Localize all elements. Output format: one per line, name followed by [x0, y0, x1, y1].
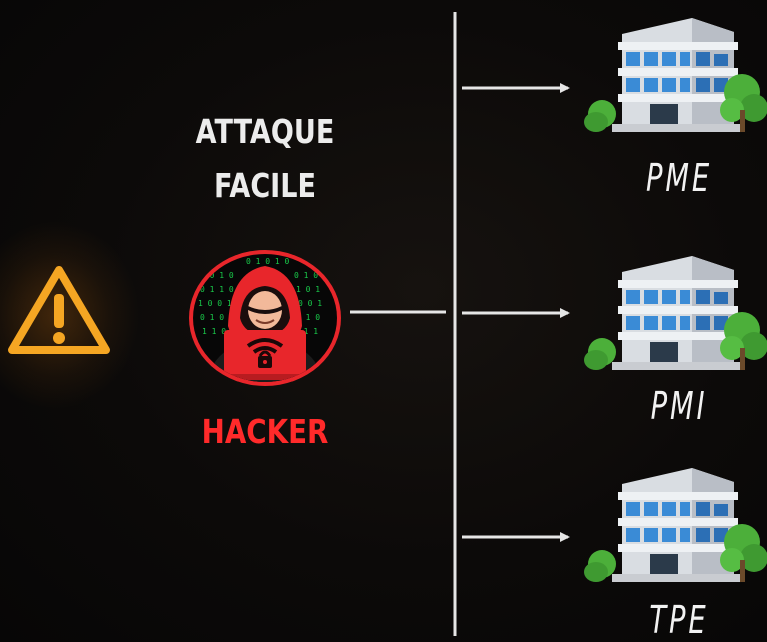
warning-icon	[8, 266, 110, 354]
svg-text:0 1 0: 0 1 0	[294, 271, 318, 280]
svg-text:1 0 0 1: 1 0 0 1	[198, 299, 232, 308]
target-label-pmi: PMI	[650, 384, 708, 428]
svg-text:0 1 1: 0 1 1	[294, 327, 318, 336]
title-line-2: FACILE	[214, 166, 316, 205]
svg-text:1 1 0 0: 1 1 0 0	[202, 327, 236, 336]
title-line-1: ATTAQUE	[195, 112, 335, 151]
office-building-icon	[584, 256, 767, 370]
warning-glow	[0, 220, 140, 410]
svg-text:0 0 1: 0 0 1	[298, 299, 322, 308]
target-label-tpe: TPE	[649, 598, 709, 642]
office-building-icon	[584, 468, 767, 582]
hacker-icon: 1 0 1 0 0 1 1 0 1 0 0 1 0 1 0 1 1 1 0 0 …	[189, 250, 341, 386]
svg-text:1 1 0: 1 1 0	[296, 313, 320, 322]
svg-text:0 1 1 0: 0 1 1 0	[200, 285, 234, 294]
svg-text:1 0 1: 1 0 1	[296, 285, 320, 294]
svg-text:0 1 0 1: 0 1 0 1	[200, 313, 234, 322]
hacker-label: HACKER	[201, 412, 329, 451]
svg-text:0 1 0 1 0: 0 1 0 1 0	[246, 257, 290, 266]
target-label-pme: PME	[645, 156, 713, 200]
office-building-icon	[584, 18, 767, 132]
svg-text:1 0 1 0: 1 0 1 0	[200, 271, 234, 280]
